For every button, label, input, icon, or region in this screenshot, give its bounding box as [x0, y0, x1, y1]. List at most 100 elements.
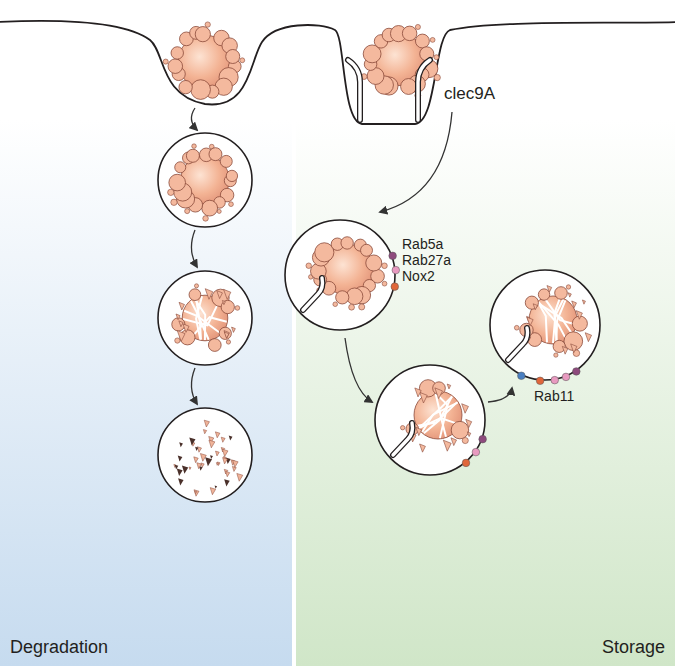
protein-dot — [391, 283, 399, 291]
debris — [229, 436, 233, 441]
bubble — [195, 27, 210, 42]
fragment — [420, 444, 426, 452]
bubble — [208, 339, 221, 352]
bubble — [186, 149, 199, 162]
protein-dot — [479, 435, 487, 443]
receptor — [348, 60, 360, 120]
small-bubble — [192, 144, 197, 149]
debris — [209, 440, 215, 448]
small-bubble — [382, 263, 388, 269]
bubble — [336, 291, 349, 304]
panel-title: Degradation — [10, 637, 108, 658]
small-bubble — [349, 304, 355, 310]
small-bubble — [554, 353, 558, 357]
degradation-panel: Degradation — [0, 0, 292, 666]
bubble — [171, 47, 183, 59]
protein-dot — [536, 377, 544, 385]
fragment — [585, 333, 591, 342]
protein-dot — [462, 459, 470, 467]
phagosome — [490, 270, 600, 380]
small-bubble — [434, 74, 440, 80]
fragmented-particle — [514, 285, 591, 357]
debris — [233, 460, 239, 467]
debris — [203, 430, 206, 434]
degraded-debris — [174, 420, 243, 496]
protein-dot — [389, 252, 397, 260]
debris — [182, 466, 188, 474]
debris — [224, 479, 230, 486]
fragmented-particle — [172, 284, 240, 352]
small-bubble — [430, 37, 435, 42]
small-bubble — [229, 202, 234, 207]
protein-dot — [562, 373, 570, 381]
fragment — [462, 404, 469, 413]
protein-dot — [472, 448, 480, 456]
small-bubble — [415, 24, 420, 29]
bubble — [189, 289, 201, 301]
small-bubble — [462, 437, 468, 443]
small-bubble — [240, 58, 245, 63]
bubble — [366, 255, 382, 271]
small-bubble — [382, 281, 387, 286]
fragment — [447, 384, 450, 389]
fragment — [232, 327, 236, 332]
small-bubble — [235, 306, 240, 311]
arrow — [488, 388, 512, 402]
debris — [204, 420, 209, 427]
bubble — [191, 80, 211, 100]
bubble — [538, 289, 549, 300]
fragment — [224, 332, 229, 338]
fragment — [533, 304, 537, 310]
bubble — [525, 296, 538, 309]
bubble — [175, 162, 186, 173]
fragment — [571, 344, 577, 353]
receptor-outline — [508, 328, 528, 360]
protein-label: Rab11 — [534, 388, 574, 404]
fragment — [222, 300, 225, 304]
debris — [195, 447, 198, 451]
debris — [226, 471, 230, 476]
bubble — [226, 170, 237, 181]
fragment — [576, 311, 582, 320]
protein-label: Rab5a — [402, 236, 443, 252]
small-bubble — [175, 338, 180, 343]
debris — [222, 449, 228, 456]
small-bubble — [359, 304, 365, 310]
bubble — [361, 244, 373, 256]
crack — [196, 296, 202, 339]
crack — [424, 396, 452, 433]
debris — [210, 488, 215, 495]
particle — [163, 22, 245, 100]
panel-title: Storage — [602, 637, 665, 658]
bubble — [341, 237, 353, 249]
arrow — [191, 368, 197, 404]
particle — [306, 237, 387, 310]
receptor-label: clec9A — [444, 84, 495, 104]
degradation-panel-ground — [0, 0, 292, 666]
small-bubble — [514, 325, 519, 330]
bubble — [168, 59, 183, 74]
debris — [179, 442, 183, 447]
fragment — [568, 293, 571, 297]
fragment — [224, 331, 229, 339]
debris — [178, 456, 183, 462]
bubble — [179, 80, 192, 93]
bubble — [401, 79, 417, 95]
fragment — [224, 289, 231, 299]
fragment — [466, 419, 472, 427]
debris — [217, 462, 220, 466]
protein-dot — [573, 368, 581, 376]
debris — [221, 437, 225, 442]
fragment — [183, 324, 189, 333]
fragment — [467, 432, 470, 437]
debris — [177, 469, 183, 477]
small-bubble — [185, 209, 190, 214]
fragment — [547, 286, 552, 293]
fragment — [205, 289, 213, 300]
protein-label: Rab27a — [402, 252, 451, 268]
fragment — [435, 388, 443, 399]
debris — [215, 432, 220, 438]
fragment — [415, 388, 421, 397]
fragment — [527, 317, 533, 326]
